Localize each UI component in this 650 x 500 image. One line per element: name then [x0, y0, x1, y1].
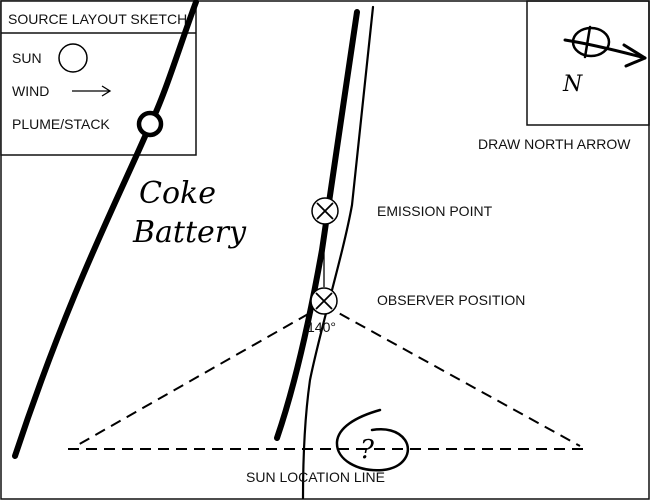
legend-item-plume-label: PLUME/STACK — [12, 116, 110, 132]
emission-point-label: EMISSION POINT — [377, 203, 493, 219]
sun-angle-left-leg — [75, 304, 325, 447]
sun-line-handwritten-mark: ? — [360, 435, 375, 465]
plume-stack-icon — [136, 110, 164, 138]
sun-circle-icon — [58, 43, 88, 73]
handwritten-annotation-line2: Battery — [132, 215, 247, 250]
middle-thick-stroke — [274, 9, 360, 441]
north-arrow-box: N — [526, 0, 650, 126]
sun-angle-right-leg — [323, 304, 581, 447]
right-thin-stroke — [301, 5, 375, 500]
sun-angle-label: 140° — [307, 319, 336, 335]
handwritten-annotation-line1: Coke — [139, 176, 216, 211]
wind-arrow-icon — [72, 85, 112, 97]
legend-title: SOURCE LAYOUT SKETCH — [8, 11, 187, 27]
emission-point-marker — [311, 197, 339, 225]
north-box-frame — [526, 0, 650, 126]
north-box-label: DRAW NORTH ARROW — [478, 136, 631, 152]
legend-frame — [0, 0, 197, 156]
legend-item-sun-label: SUN — [12, 50, 42, 66]
left-thick-stroke — [12, 0, 199, 459]
observer-position-label: OBSERVER POSITION — [377, 292, 525, 308]
hand-drawn-north-arrow-icon — [563, 25, 647, 68]
legend-item-wind-label: WIND — [12, 83, 49, 99]
sun-location-line-label: SUN LOCATION LINE — [246, 469, 385, 485]
north-handwritten-mark: N — [562, 72, 583, 97]
legend-box: SOURCE LAYOUT SKETCH SUN WIND PLUME/STAC… — [0, 0, 197, 156]
observer-position-marker — [310, 287, 338, 315]
sun-triangle — [68, 304, 583, 450]
handwritten-question-mark-icon — [335, 408, 410, 472]
